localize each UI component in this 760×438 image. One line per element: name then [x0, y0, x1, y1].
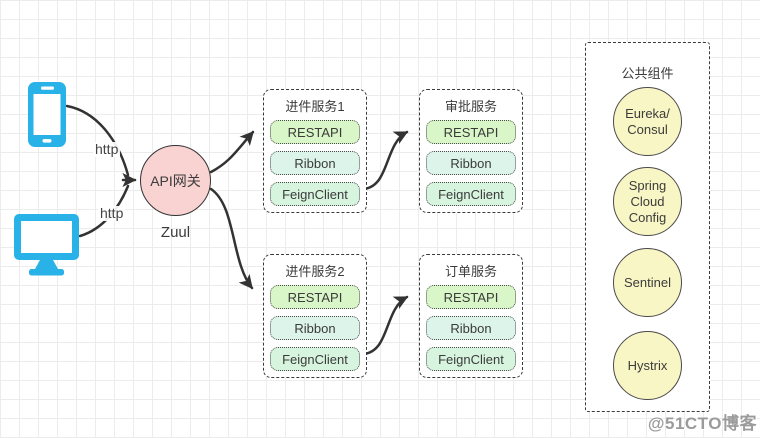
- component-hystrix[interactable]: Hystrix: [613, 331, 682, 400]
- arrow-gateway-to-service2: [209, 187, 254, 290]
- service-box-order[interactable]: 订单服务 RESTAPI Ribbon FeignClient: [419, 254, 523, 378]
- service-box-intake1[interactable]: 进件服务1 RESTAPI Ribbon FeignClient: [263, 89, 367, 213]
- component-sentinel[interactable]: Sentinel: [613, 248, 682, 317]
- watermark: @51CTO博客: [647, 414, 757, 433]
- component-restapi[interactable]: RESTAPI: [426, 285, 516, 309]
- gateway-sub-label: Zuul: [160, 224, 191, 241]
- component-ribbon[interactable]: Ribbon: [270, 316, 360, 340]
- component-ribbon[interactable]: Ribbon: [270, 151, 360, 175]
- component-spring-cloud-config[interactable]: Spring Cloud Config: [613, 167, 682, 236]
- component-feignclient[interactable]: FeignClient: [426, 182, 516, 206]
- component-ribbon[interactable]: Ribbon: [426, 316, 516, 340]
- component-feignclient[interactable]: FeignClient: [426, 347, 516, 371]
- smartphone-icon: [27, 81, 67, 148]
- component-restapi[interactable]: RESTAPI: [270, 120, 360, 144]
- desktop-monitor-icon: [13, 213, 80, 277]
- component-eureka-consul[interactable]: Eureka/ Consul: [613, 87, 682, 156]
- component-feignclient[interactable]: FeignClient: [270, 347, 360, 371]
- service-title: 进件服务1: [285, 99, 345, 114]
- common-components-title: 公共组件: [621, 66, 674, 81]
- http-label-top: http: [93, 141, 121, 157]
- service-title: 进件服务2: [285, 264, 345, 279]
- service-title: 审批服务: [444, 99, 497, 114]
- component-restapi[interactable]: RESTAPI: [270, 285, 360, 309]
- service-box-approve[interactable]: 审批服务 RESTAPI Ribbon FeignClient: [419, 89, 523, 213]
- arrow-gateway-to-service1: [209, 130, 255, 174]
- service-box-intake2[interactable]: 进件服务2 RESTAPI Ribbon FeignClient: [263, 254, 367, 378]
- api-gateway-node[interactable]: API网关: [140, 145, 211, 216]
- component-feignclient[interactable]: FeignClient: [270, 182, 360, 206]
- service-title: 订单服务: [444, 264, 497, 279]
- component-restapi[interactable]: RESTAPI: [426, 120, 516, 144]
- arrow-service1-to-approve: [361, 130, 409, 191]
- api-gateway-label: API网关: [150, 172, 201, 189]
- component-ribbon[interactable]: Ribbon: [426, 151, 516, 175]
- common-components-panel: 公共组件 Eureka/ Consul Spring Cloud Config …: [585, 42, 710, 412]
- arrow-service2-to-order: [361, 295, 409, 356]
- http-label-bottom: http: [98, 205, 126, 221]
